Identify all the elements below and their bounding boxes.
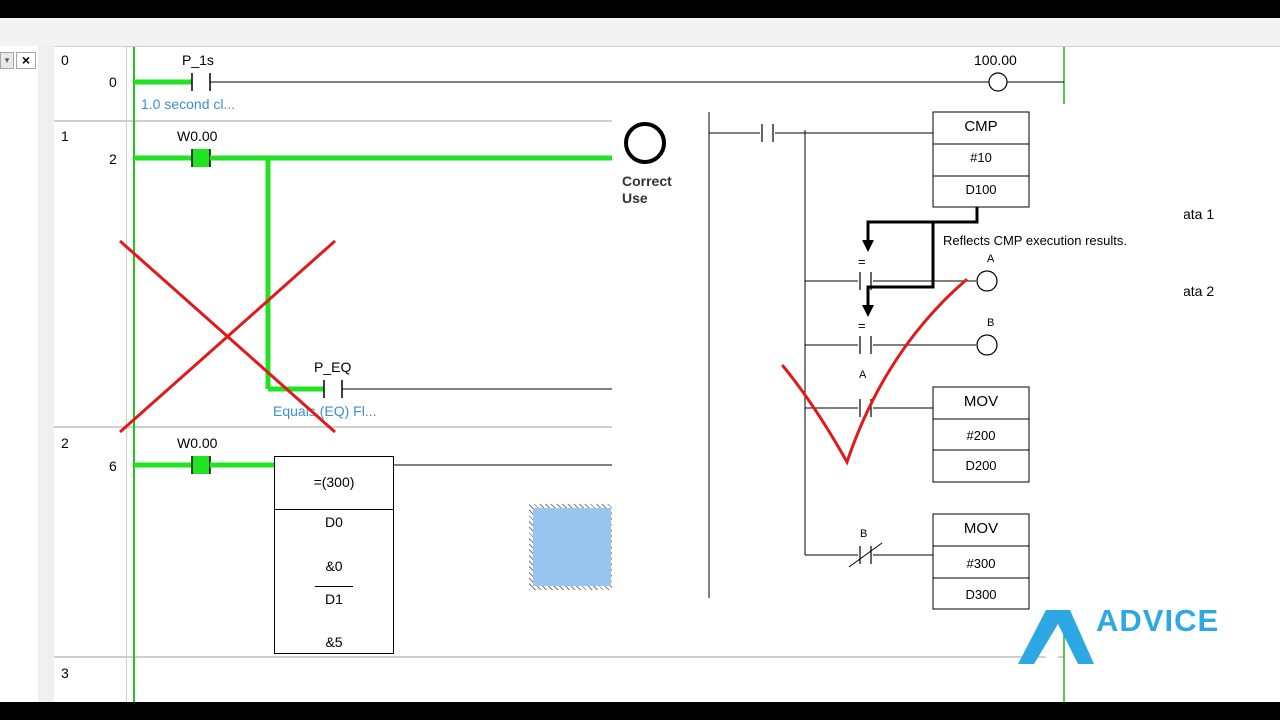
logo-text: TAP [1097, 631, 1160, 666]
rung-separator [54, 656, 1064, 658]
cmp-operand: D100 [965, 182, 997, 197]
mov-instruction: MOV [963, 393, 999, 410]
panel-dropdown-button[interactable]: ▾ [0, 52, 14, 69]
rung-separator [54, 426, 1064, 428]
mov-instruction: MOV [963, 520, 999, 537]
cmp-instruction: CMP [964, 118, 998, 135]
compare-operand: &5 [325, 634, 343, 650]
bottom-letterbox [0, 702, 1280, 720]
contact-label: P_1s [182, 52, 214, 68]
mov-operand: D200 [965, 458, 997, 473]
contact-label: W0.00 [177, 128, 218, 144]
contact-label: B [860, 528, 868, 540]
rung-step: 0 [109, 74, 117, 90]
operand-divider [315, 586, 353, 587]
compare-instruction-block[interactable]: =(300) D0 &0 D1 &5 [274, 456, 394, 654]
ladder-top-border [54, 46, 1280, 47]
cmp-result-note: Reflects CMP execution results. [943, 233, 1127, 248]
rung-gutter [38, 46, 54, 702]
compare-operand: D0 [325, 514, 343, 530]
rung-index: 0 [61, 52, 69, 68]
panel-close-button[interactable]: × [16, 52, 36, 69]
coil-label: A [987, 253, 995, 265]
top-letterbox [0, 0, 1280, 18]
coil-label: B [987, 317, 995, 329]
correct-use-label: Correct [622, 173, 672, 189]
toolbar-strip [0, 18, 1280, 47]
contact-label: W0.00 [177, 435, 218, 451]
mov-operand: #300 [966, 556, 996, 571]
equals-flag-label: = [858, 254, 866, 269]
mov-operand: D300 [965, 587, 997, 602]
rung-step: 6 [109, 458, 117, 474]
coil-label: 100.00 [974, 52, 1017, 68]
step-column-divider [126, 46, 127, 702]
rung-index: 1 [61, 128, 69, 144]
contact-label: A [859, 369, 867, 381]
equals-flag-label: = [858, 318, 866, 333]
rung-step: 2 [109, 151, 117, 167]
compare-operand: &0 [325, 558, 343, 574]
block-divider [275, 509, 393, 510]
rung-index: 2 [61, 435, 69, 451]
rung-index: 3 [61, 665, 69, 681]
advicetap-logo-icon [1018, 610, 1094, 664]
contact-comment: 1.0 second cl... [141, 96, 236, 112]
description-fragment: ata 1 [1183, 206, 1215, 222]
manual-figure-overlay [612, 104, 1184, 618]
compare-operand: D1 [325, 591, 343, 607]
selection-cursor[interactable] [529, 504, 615, 590]
description-fragment: ata 2 [1183, 283, 1215, 299]
logo-text: ADVICE [1096, 603, 1220, 638]
cmp-operand: #10 [970, 150, 992, 165]
compare-operator: =(300) [313, 474, 355, 490]
correct-use-label: Use [622, 190, 648, 206]
side-panel [0, 46, 39, 702]
mov-operand: #200 [966, 428, 996, 443]
rung-separator [54, 120, 1064, 122]
contact-label: P_EQ [314, 359, 352, 375]
contact-comment: Equals (EQ) Fl... [273, 403, 377, 419]
